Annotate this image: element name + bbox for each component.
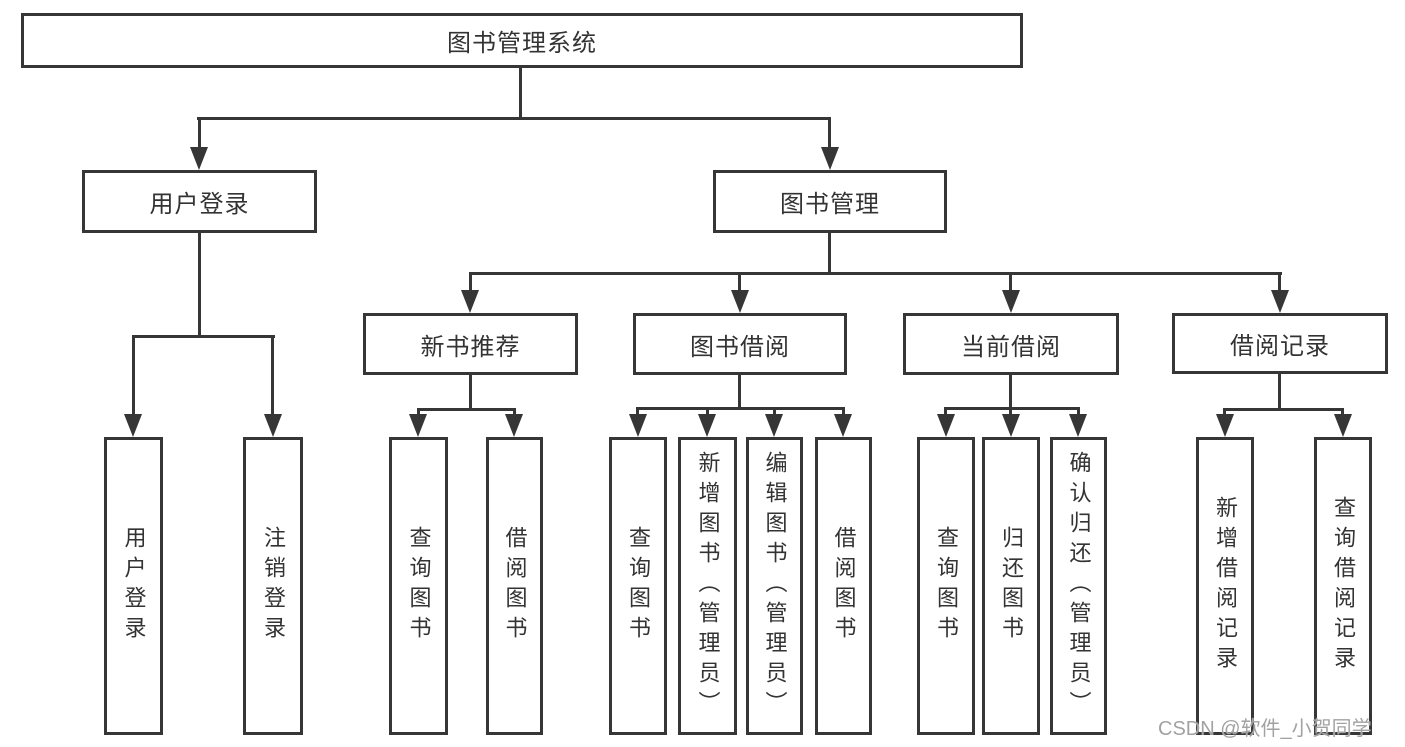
- arrowhead-sec4-leaf2: [1334, 414, 1352, 437]
- node-new-books-label: 新书推荐: [420, 333, 521, 361]
- connector-drop-login: [198, 117, 201, 150]
- arrowhead-sec3-leaf2: [1002, 414, 1020, 437]
- connector-drop-sec3: [1009, 272, 1012, 292]
- connector-drop-login-leaf2: [271, 335, 274, 417]
- connector-login-rail: [132, 335, 275, 338]
- connector-drop-login-leaf1: [132, 335, 135, 417]
- connector-drop-sec1-leaf1: [417, 408, 420, 417]
- leaf-current-query-label: 查询图书: [934, 526, 959, 646]
- leaf-current-return-label: 归还图书: [999, 526, 1024, 646]
- leaf-newbooks-query-label: 查询图书: [406, 526, 432, 646]
- connector-drop-manage: [828, 117, 831, 150]
- connector-drop-sec2-leaf1: [636, 407, 639, 417]
- node-user-login-label: 用户登录: [149, 191, 250, 218]
- leaf-records-query: 查询借阅记录: [1314, 437, 1372, 735]
- connector-drop-sec3-leaf1: [944, 407, 947, 417]
- connector-drop-sec3-leaf3: [1077, 407, 1080, 417]
- arrowhead-sec4: [1271, 290, 1289, 313]
- connector-root-stem: [519, 68, 522, 120]
- connector-drop-sec1: [469, 272, 472, 292]
- node-root: 图书管理系统: [21, 13, 1023, 68]
- connector-sec3-rail: [944, 407, 1080, 410]
- connector-sec4-stem: [1278, 373, 1281, 410]
- node-current-borrow-label: 当前借阅: [961, 333, 1061, 361]
- arrowhead-login: [190, 147, 208, 170]
- leaf-logout-label: 注销登录: [261, 526, 286, 646]
- leaf-current-confirm-admin: 确认归还（管理员）: [1050, 437, 1107, 735]
- node-book-manage-label: 图书管理: [780, 191, 880, 218]
- leaf-records-query-label: 查询借阅记录: [1331, 496, 1356, 676]
- connector-drop-sec2-leaf3: [773, 407, 776, 417]
- node-root-label: 图书管理系统: [447, 30, 597, 57]
- leaf-newbooks-borrow: 借阅图书: [486, 437, 543, 735]
- leaf-records-add-label: 新增借阅记录: [1213, 496, 1238, 676]
- leaf-borrow-add-admin-label: 新增图书（管理员）: [695, 451, 721, 721]
- leaf-logout: 注销登录: [243, 437, 303, 735]
- arrowhead-sec1: [461, 290, 479, 313]
- leaf-newbooks-borrow-label: 借阅图书: [502, 526, 528, 646]
- connector-manage-stem: [828, 233, 831, 275]
- arrowhead-sec3: [1002, 290, 1020, 313]
- arrowhead-sec2: [731, 290, 749, 313]
- node-current-borrow: 当前借阅: [903, 313, 1119, 375]
- connector-sec3-stem: [1009, 374, 1012, 409]
- node-new-books: 新书推荐: [363, 313, 578, 375]
- arrowhead-sec3-leaf1: [937, 414, 955, 437]
- arrowhead-login-leaf2: [264, 414, 282, 437]
- connector-drop-sec4-leaf1: [1223, 408, 1226, 417]
- node-borrow-records-label: 借阅记录: [1230, 333, 1330, 360]
- arrowhead-sec2-leaf2: [698, 414, 716, 437]
- connector-sec1-stem: [469, 375, 472, 410]
- connector-drop-sec1-leaf2: [513, 408, 516, 417]
- leaf-newbooks-query: 查询图书: [389, 437, 448, 735]
- node-book-borrow-label: 图书借阅: [690, 333, 790, 361]
- leaf-records-add: 新增借阅记录: [1196, 437, 1254, 735]
- arrowhead-manage: [821, 147, 839, 170]
- leaf-current-return: 归还图书: [982, 437, 1040, 735]
- connector-drop-sec3-leaf2: [1009, 407, 1012, 417]
- connector-login-stem: [198, 233, 201, 337]
- connector-drop-sec2-leaf4: [842, 407, 845, 417]
- arrowhead-sec1-leaf1: [409, 414, 427, 437]
- node-borrow-records: 借阅记录: [1172, 313, 1388, 374]
- node-book-manage: 图书管理: [713, 170, 947, 233]
- connector-drop-sec4-leaf2: [1341, 408, 1344, 417]
- leaf-borrow-borrow-label: 借阅图书: [831, 526, 857, 646]
- node-book-borrow: 图书借阅: [633, 313, 847, 375]
- arrowhead-sec2-leaf1: [629, 414, 647, 437]
- leaf-current-query: 查询图书: [917, 437, 975, 735]
- connector-sec2-stem: [738, 375, 741, 409]
- leaf-user-login: 用户登录: [104, 437, 163, 735]
- connector-drop-sec4: [1278, 272, 1281, 292]
- arrowhead-login-leaf1: [124, 414, 142, 437]
- node-user-login: 用户登录: [82, 170, 317, 233]
- leaf-borrow-edit-admin: 编辑图书（管理员）: [746, 437, 803, 735]
- leaf-borrow-edit-admin-label: 编辑图书（管理员）: [762, 451, 788, 721]
- connector-sec4-rail: [1223, 408, 1344, 411]
- arrowhead-sec3-leaf3: [1069, 414, 1087, 437]
- connector-manage-rail: [469, 272, 1282, 275]
- connector-drop-sec2: [738, 272, 741, 292]
- arrowhead-sec2-leaf4: [834, 414, 852, 437]
- leaf-borrow-query: 查询图书: [609, 437, 667, 735]
- connector-sec2-rail: [636, 407, 845, 410]
- arrowhead-sec4-leaf1: [1216, 414, 1234, 437]
- leaf-borrow-query-label: 查询图书: [626, 526, 651, 646]
- connector-sec1-rail: [417, 408, 516, 411]
- arrowhead-sec2-leaf3: [765, 414, 783, 437]
- leaf-borrow-add-admin: 新增图书（管理员）: [678, 437, 737, 735]
- connector-root-rail: [197, 117, 831, 120]
- csdn-watermark: CSDN @软件_小贺同学: [1158, 718, 1372, 740]
- leaf-user-login-label: 用户登录: [121, 526, 147, 646]
- connector-drop-sec2-leaf2: [706, 407, 709, 417]
- leaf-borrow-borrow: 借阅图书: [815, 437, 872, 735]
- leaf-current-confirm-admin-label: 确认归还（管理员）: [1066, 451, 1092, 721]
- arrowhead-sec1-leaf2: [505, 414, 523, 437]
